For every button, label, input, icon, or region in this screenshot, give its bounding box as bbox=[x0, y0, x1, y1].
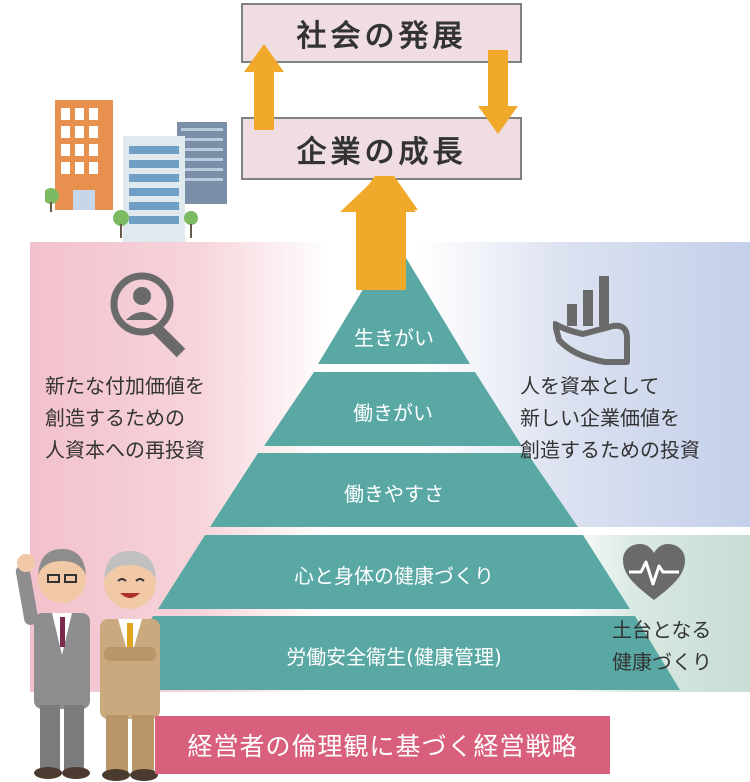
growth-arrow-overlay bbox=[340, 176, 416, 290]
right-description: 人を資本として 新しい企業価値を 創造するための投資 bbox=[520, 370, 700, 466]
hand-growth-chart-icon bbox=[553, 276, 630, 365]
left-text-line-2: 創造するための bbox=[45, 406, 185, 430]
society-development-box: 社会の発展 bbox=[241, 3, 522, 63]
businessmen-illustration bbox=[15, 549, 160, 781]
right-text-line-1: 人を資本として bbox=[520, 374, 660, 398]
left-text-line-3: 人資本への再投資 bbox=[45, 438, 205, 462]
foundation-text-line-2: 健康づくり bbox=[612, 650, 712, 674]
foundation-description: 土台となる 健康づくり bbox=[612, 614, 712, 678]
management-strategy-banner: 経営者の倫理観に基づく経営戦略 bbox=[155, 716, 610, 774]
person-search-icon bbox=[110, 272, 186, 358]
right-text-line-2: 新しい企業価値を bbox=[520, 406, 680, 430]
tier-label-5: 労働安全衛生(健康管理) bbox=[286, 645, 502, 669]
tier-label-2: 働きがい bbox=[353, 401, 433, 425]
left-description: 新たな付加価値を 創造するための 人資本への再投資 bbox=[45, 370, 205, 466]
pyramid-tier-1 bbox=[318, 238, 470, 364]
tier-label-3: 働きやすさ bbox=[344, 482, 444, 506]
pyramid-tier-4 bbox=[158, 535, 630, 609]
up-arrow-icon bbox=[244, 44, 284, 130]
pyramid-tier-5 bbox=[108, 616, 680, 690]
foundation-text-line-1: 土台となる bbox=[612, 618, 712, 642]
left-text-line-1: 新たな付加価値を bbox=[45, 374, 205, 398]
right-text-line-3: 創造するための投資 bbox=[520, 438, 700, 462]
pyramid-tier-3 bbox=[210, 453, 578, 527]
tier-label-4: 心と身体の健康づくり bbox=[294, 564, 494, 588]
office-buildings-icon bbox=[45, 100, 227, 242]
heart-pulse-icon bbox=[623, 544, 685, 600]
down-arrow-icon bbox=[478, 50, 518, 134]
pyramid-tier-2 bbox=[264, 372, 522, 446]
tier-label-1: 生きがい bbox=[354, 326, 434, 350]
